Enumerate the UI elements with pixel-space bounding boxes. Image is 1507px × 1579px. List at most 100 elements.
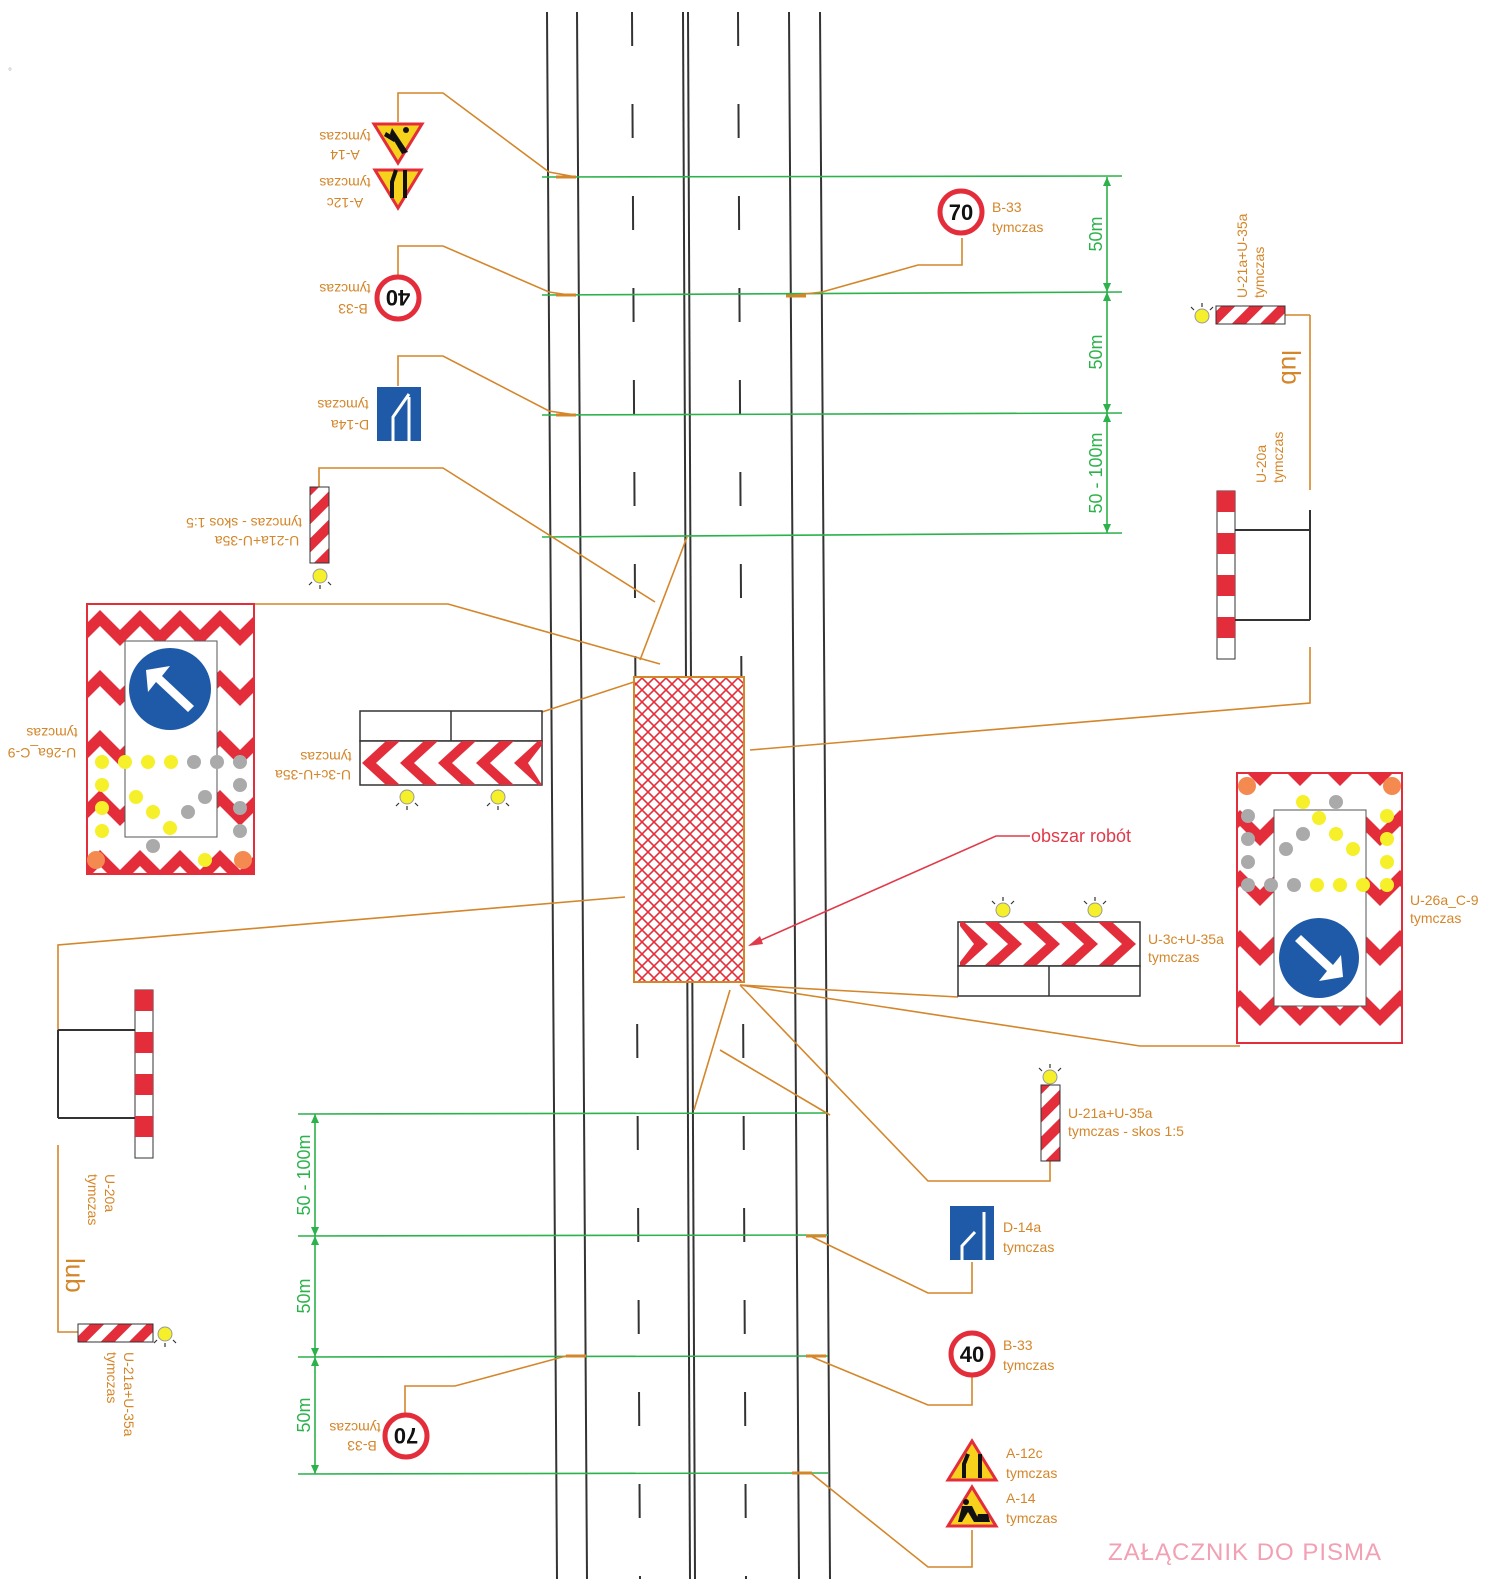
- lane-dashes-right: [737, 11, 747, 1579]
- chevron-left-icon: [362, 741, 542, 785]
- d14a-sign-bottom: [950, 1206, 994, 1260]
- chevron-right-icon: [960, 922, 1136, 966]
- road: [546, 11, 831, 1579]
- arrow-keep-left-icon: [146, 666, 194, 712]
- u3c-tag-bottom: tymczas: [1148, 949, 1199, 965]
- lane-narrowing-icon: [390, 169, 407, 198]
- d14a-tag-bottom: tymczas: [1003, 1239, 1054, 1255]
- d14a-code-bottom: D-14a: [1003, 1219, 1041, 1235]
- a14-sign-top: [371, 122, 425, 166]
- dim-bottom-2: 50m: [294, 1278, 314, 1313]
- u21a-code-bottom-left: U-21a+U-35a: [121, 1352, 137, 1437]
- a14-sign-bottom: [945, 1484, 999, 1528]
- warning-lamp-icon: [1083, 896, 1107, 918]
- b33-40-tag-top: tymczas: [319, 281, 370, 297]
- lane-end-icon: [391, 393, 411, 441]
- d14a-sign-top: [377, 387, 421, 441]
- work-area: [633, 676, 745, 983]
- a14-code-top: A-14: [330, 147, 360, 163]
- b33-70-sign-top: 70: [937, 188, 985, 236]
- u21a-skos-tag-top: tymczas - skos 1:5: [186, 515, 302, 531]
- u3c-tag-top: tymczas: [300, 749, 351, 765]
- b33-40-value-bottom: 40: [960, 1342, 984, 1367]
- a12c-code-bottom: A-12c: [1006, 1445, 1043, 1461]
- u21a-skos-sign-top: [308, 486, 332, 590]
- u20a-tag-top: tymczas: [1270, 432, 1286, 483]
- a12c-sign-top: [372, 168, 424, 211]
- b33-70-value-top: 70: [949, 200, 973, 225]
- u20a-code-bottom: U-20a: [102, 1174, 118, 1212]
- b33-70-value-bottom: 70: [394, 1423, 418, 1448]
- u21a-tag-bottom-left: tymczas: [104, 1352, 120, 1403]
- d14a-tag-top: tymczas: [317, 397, 368, 413]
- u21a-tag-top-right: tymczas: [1251, 247, 1267, 298]
- u26a-code-bottom: U-26a_C-9: [1410, 892, 1479, 908]
- alternative-lub-bottom: lub: [60, 1258, 90, 1293]
- dim-bottom-3: 50m: [294, 1397, 314, 1432]
- a14-tag-top: tymczas: [319, 129, 370, 145]
- warning-lamp-icon: [153, 1326, 177, 1348]
- lane-end-icon: [960, 1212, 986, 1260]
- warning-lamp-icon: [991, 896, 1015, 918]
- u3c-barrier-bottom: [957, 896, 1141, 997]
- lane-narrowing-icon: [962, 1453, 982, 1478]
- a12c-sign-bottom: [945, 1438, 999, 1482]
- warning-lamp-icon: [486, 789, 510, 811]
- u26a-board-top: [86, 603, 255, 875]
- station-lines: [297, 175, 1123, 1475]
- u21a-sign-bottom-left: [77, 1323, 177, 1348]
- b33-70-tag-top: tymczas: [992, 219, 1043, 235]
- u21a-skos-code-bottom: U-21a+U-35a: [1068, 1105, 1153, 1121]
- d14a-code-top: D-14a: [331, 417, 369, 433]
- u21a-code-top-right: U-21a+U-35a: [1234, 213, 1250, 298]
- b33-40-code-top: B-33: [338, 301, 368, 317]
- u21a-sign-top-right: [1190, 302, 1286, 325]
- u3c-barrier-top: [359, 710, 543, 811]
- b33-70-tag-bottom: tymczas: [329, 1420, 380, 1436]
- a14-tag-bottom: tymczas: [1006, 1510, 1057, 1526]
- arrow-keep-right-icon: [1295, 935, 1343, 981]
- alternative-lub-top: lub: [1276, 350, 1306, 385]
- leader-ticks: [556, 175, 826, 1475]
- b33-40-sign-top: 40: [374, 274, 422, 322]
- u20a-barrier-bottom: [57, 989, 154, 1159]
- corner-mark: °: [8, 67, 12, 78]
- u20a-barrier-top: [1216, 490, 1311, 660]
- b33-40-value-top: 40: [386, 285, 410, 310]
- b33-70-code-top: B-33: [992, 199, 1022, 215]
- u26a-tag-top: tymczas: [26, 725, 77, 741]
- b33-70-sign-bottom: 70: [382, 1412, 430, 1460]
- u21a-skos-sign-bottom: [1038, 1063, 1062, 1162]
- b33-40-sign-bottom: 40: [948, 1330, 996, 1378]
- warning-lamp-icon: [1190, 302, 1214, 324]
- dim-top-2: 50m: [1086, 334, 1106, 369]
- u21a-skos-code-top: U-21a+U-35a: [215, 533, 300, 549]
- u3c-code-bottom: U-3c+U-35a: [1148, 931, 1224, 947]
- b33-40-tag-bottom: tymczas: [1003, 1357, 1054, 1373]
- u21a-skos-tag-bottom: tymczas - skos 1:5: [1068, 1123, 1184, 1139]
- a12c-tag-bottom: tymczas: [1006, 1465, 1057, 1481]
- dim-top-3: 50 - 100m: [1086, 432, 1106, 513]
- u26a-board-bottom: [1236, 772, 1403, 1044]
- roadwork-icon: [384, 127, 409, 154]
- roadwork-icon: [958, 1499, 990, 1522]
- dim-bottom-1: 50 - 100m: [294, 1134, 314, 1215]
- warning-lamp-icon: [1038, 1063, 1062, 1085]
- b33-70-code-bottom: B-33: [347, 1438, 377, 1454]
- dimension-arrows: [311, 177, 1111, 1474]
- a12c-code-top: A-12c: [327, 195, 364, 211]
- warning-lamp-icon: [308, 568, 332, 590]
- lamp-arrow-dots: [1238, 777, 1401, 892]
- work-area-pointer: [748, 835, 1030, 946]
- u20a-code-top: U-20a: [1253, 445, 1269, 483]
- a14-code-bottom: A-14: [1006, 1490, 1036, 1506]
- b33-40-code-bottom: B-33: [1003, 1337, 1033, 1353]
- attachment-stamp: ZAŁĄCZNIK DO PISMA: [1108, 1539, 1382, 1566]
- warning-lamp-icon: [395, 789, 419, 811]
- u26a-tag-bottom: tymczas: [1410, 910, 1461, 926]
- u20a-tag-bottom: tymczas: [85, 1174, 101, 1225]
- u26a-code-top: U-26a_C-9: [8, 745, 77, 761]
- work-area-label: obszar robót: [1031, 826, 1131, 846]
